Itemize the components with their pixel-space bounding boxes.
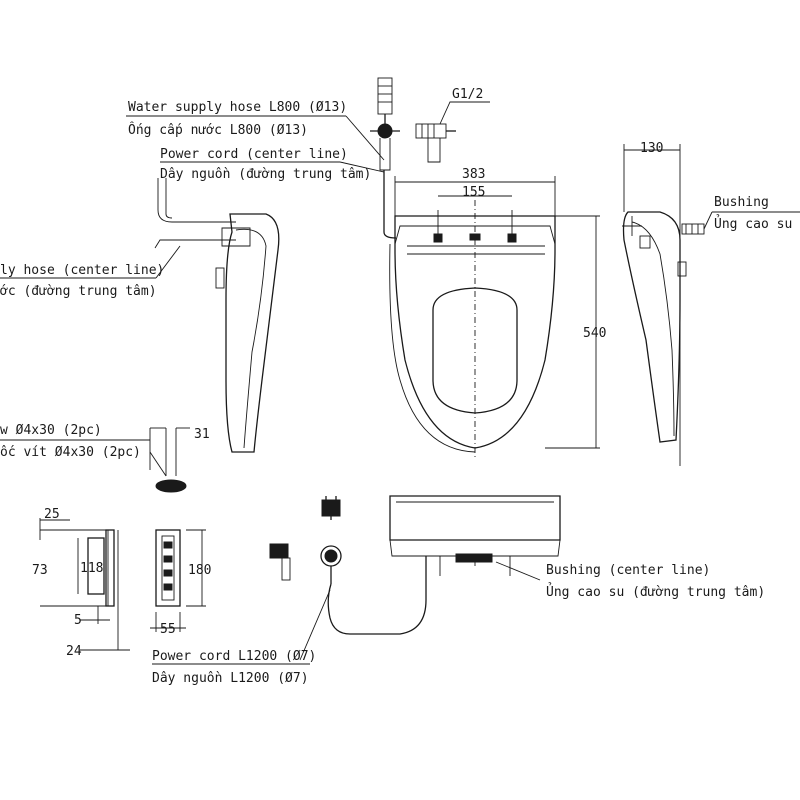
dim-bracket-5: 5 xyxy=(74,613,82,628)
right-side-view xyxy=(622,144,800,466)
screw-drawing xyxy=(0,427,190,493)
dim-plate-55: 55 xyxy=(160,622,176,637)
label-power-cord-center-vi: Dây nguồn (đường trung tâm) xyxy=(160,167,371,182)
dim-bracket-25: 25 xyxy=(44,507,60,522)
label-power-cord-len-en: Power cord L1200 (Ø7) xyxy=(152,649,316,664)
label-leaders xyxy=(0,115,385,279)
dim-bracket-24: 24 xyxy=(66,644,82,659)
dim-screw-length: 31 xyxy=(194,427,210,442)
dim-side-depth: 130 xyxy=(640,141,663,156)
dim-plate-180: 180 xyxy=(188,563,211,578)
dim-seat-width: 383 xyxy=(462,167,485,182)
label-screw-en: w Ø4x30 (2pc) xyxy=(0,423,102,438)
label-water-hose-en: Water supply hose L800 (Ø13) xyxy=(128,100,347,115)
dim-bracket-73: 73 xyxy=(32,563,48,578)
seat-side-elevation xyxy=(389,495,561,581)
bracket-side-drawing xyxy=(39,518,130,651)
mounting-plate-drawing xyxy=(150,529,206,632)
dim-bracket-118: 118 xyxy=(80,561,103,576)
seat-top-view xyxy=(389,176,600,460)
dim-seat-length: 540 xyxy=(583,326,606,341)
label-supply-hose-center-vi: ớc (đường trung tâm) xyxy=(0,284,157,299)
dim-bolt-spacing: 155 xyxy=(462,185,485,200)
label-screw-vi: ốc vít Ø4x30 (2pc) xyxy=(0,445,141,460)
label-bushing-side-en: Bushing xyxy=(714,195,769,210)
label-water-hose-vi: Ống cấp nước L800 (Ø13) xyxy=(128,122,308,138)
label-supply-hose-center-en: ly hose (center line) xyxy=(0,263,164,278)
water-valve-drawing xyxy=(370,77,490,239)
label-thread: G1/2 xyxy=(452,87,483,102)
label-bushing-center-vi: Ủng cao su (đường trung tâm) xyxy=(546,583,765,600)
label-bushing-center-en: Bushing (center line) xyxy=(546,563,710,578)
label-power-cord-len-vi: Dây nguồn L1200 (Ø7) xyxy=(152,671,309,686)
label-bushing-side-vi: Ủng cao su xyxy=(714,215,792,232)
label-power-cord-center-en: Power cord (center line) xyxy=(160,147,348,162)
plugs-and-cord xyxy=(269,496,427,661)
left-side-view xyxy=(154,178,280,453)
